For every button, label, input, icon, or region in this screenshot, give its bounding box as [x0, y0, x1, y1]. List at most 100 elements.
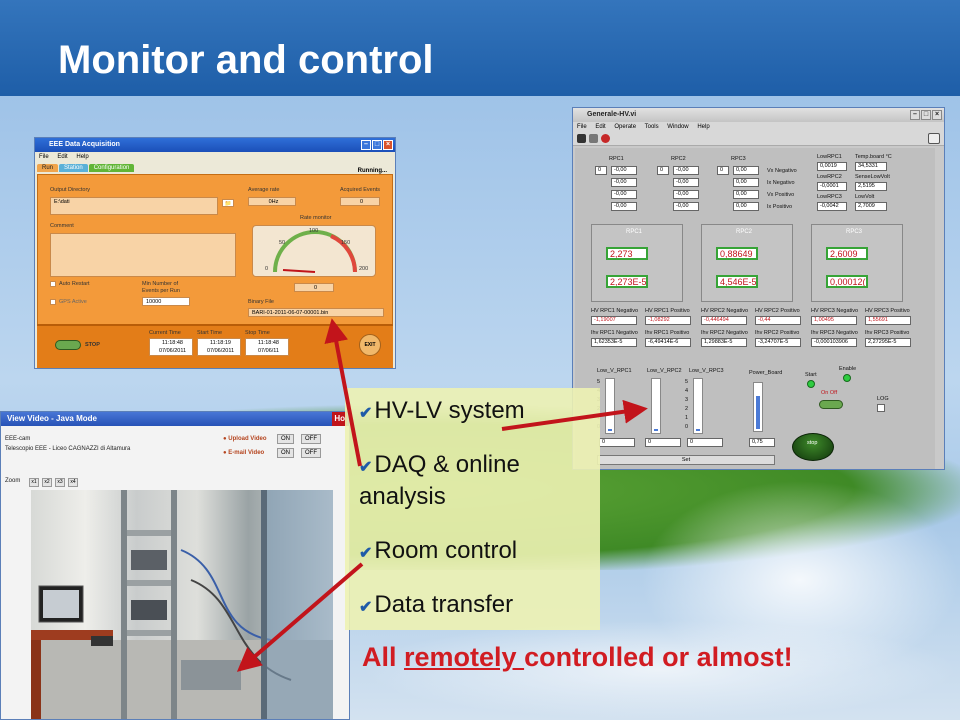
rpc3-cell: 0,00 — [733, 178, 759, 187]
upload-off-button[interactable]: OFF — [301, 434, 321, 444]
daq-window-titlebar[interactable]: EEE Data Acquisition – □ × — [35, 138, 395, 152]
zoom-x1-button[interactable]: x1 — [29, 478, 39, 487]
on-off-label: On Off — [821, 390, 838, 396]
rpc1-voltage: 2,273 — [606, 247, 648, 260]
close-icon[interactable]: × — [383, 140, 393, 150]
email-on-button[interactable]: ON — [277, 448, 294, 458]
low-v-rpc2-value[interactable]: 0 — [645, 438, 681, 447]
power-board-value[interactable]: 0,75 — [749, 438, 775, 447]
start-time-label: Start Time — [197, 330, 223, 336]
maximize-icon[interactable]: □ — [372, 140, 382, 150]
log-label: LOG — [877, 396, 889, 402]
run-continuous-icon[interactable] — [589, 134, 598, 143]
video-window[interactable]: View Video - Java Mode Ho EEE-cam Telesc… — [0, 411, 350, 720]
daq-window[interactable]: EEE Data Acquisition – □ × File Edit Hel… — [34, 137, 396, 369]
enable-label: Enable — [839, 366, 857, 372]
menu-file[interactable]: File — [577, 124, 587, 130]
menu-tools[interactable]: Tools — [644, 124, 659, 130]
email-off-button[interactable]: OFF — [301, 448, 321, 458]
background-cloud — [360, 620, 960, 720]
video-window-titlebar[interactable]: View Video - Java Mode Ho — [1, 412, 349, 426]
hv-value: -1,19007 — [591, 316, 637, 325]
close-icon[interactable]: × — [932, 110, 942, 120]
start-led — [807, 380, 815, 388]
rpc2-cell: -0,00 — [673, 202, 699, 211]
gauge-tick: 150 — [341, 240, 351, 246]
abort-icon[interactable] — [601, 134, 610, 143]
minimize-icon[interactable]: – — [361, 140, 371, 150]
rpc1-selector[interactable]: 0 — [595, 166, 607, 175]
low-v-rpc1-slider[interactable] — [605, 378, 615, 434]
rpc1-cell: -0,00 — [611, 166, 637, 175]
low-v-rpc3-value[interactable]: 0 — [687, 438, 723, 447]
check-icon: ✔ — [359, 405, 373, 422]
rpc3-header: RPC3 — [731, 156, 746, 162]
menu-edit[interactable]: Edit — [57, 154, 68, 160]
desk — [31, 630, 113, 640]
equipment — [181, 660, 241, 690]
zoom-x4-button[interactable]: x4 — [68, 478, 78, 487]
on-off-switch[interactable] — [819, 400, 843, 409]
hv-window[interactable]: Generale-HV.vi – □ × File Edit Operate T… — [572, 107, 945, 470]
low-v-rpc2-slider[interactable] — [651, 378, 661, 434]
run-arrow-icon[interactable] — [577, 134, 586, 143]
current-time-label: Current Time — [149, 330, 181, 336]
tab-station[interactable]: Station — [59, 164, 88, 172]
rate-gauge: 0 50 100 150 200 — [252, 225, 376, 277]
rack-shelf — [127, 580, 171, 586]
exit-button[interactable]: EXIT — [359, 334, 381, 356]
daq-menubar: File Edit Help — [35, 152, 395, 162]
menu-help[interactable]: Help — [76, 154, 89, 160]
hv-value: -0,44 — [755, 316, 801, 325]
gauge-tick: 100 — [309, 228, 319, 234]
stop-button[interactable]: stop — [792, 433, 834, 461]
menu-file[interactable]: File — [39, 154, 49, 160]
browse-folder-icon[interactable]: 📁 — [222, 199, 234, 207]
hv-window-titlebar[interactable]: Generale-HV.vi – □ × — [573, 108, 944, 122]
bullet-item: ✔Room control — [359, 537, 518, 564]
row-label: Vx Negativo — [767, 168, 797, 174]
low-volt-value: 2,7009 — [855, 202, 887, 211]
home-link[interactable]: Ho — [332, 412, 347, 426]
low-v-rpc3-slider[interactable] — [693, 378, 703, 434]
rpc1-cell: -0,00 — [611, 202, 637, 211]
rack-instrument — [131, 550, 167, 570]
power-board-slider[interactable] — [753, 382, 763, 432]
minimize-icon[interactable]: – — [910, 110, 920, 120]
rpc2-selector[interactable]: 0 — [657, 166, 669, 175]
zoom-x2-button[interactable]: x2 — [42, 478, 52, 487]
acquired-events-value: 0 — [340, 197, 380, 206]
min-events-input[interactable]: 10000 — [142, 297, 190, 306]
ihv-label: Ihv RPC2 Negativo — [701, 330, 748, 336]
menu-operate[interactable]: Operate — [614, 124, 637, 130]
daq-window-title: EEE Data Acquisition — [49, 141, 120, 148]
hv-label: HV RPC3 Negativo — [811, 308, 859, 314]
upload-on-button[interactable]: ON — [277, 434, 294, 444]
slider-fill — [608, 429, 612, 431]
output-directory-field[interactable]: E:\dati — [50, 197, 218, 215]
auto-restart-checkbox[interactable] — [50, 281, 56, 287]
maximize-icon[interactable]: □ — [921, 110, 931, 120]
camera-feed-scene — [31, 490, 333, 719]
zoom-x3-button[interactable]: x3 — [55, 478, 65, 487]
tab-run[interactable]: Run — [37, 164, 59, 172]
check-icon: ✔ — [359, 459, 373, 476]
ihv-label: Ihv RPC3 Positivo — [865, 330, 910, 336]
log-checkbox[interactable] — [877, 404, 885, 412]
menu-edit[interactable]: Edit — [595, 124, 606, 130]
rpc3-selector[interactable]: 0 — [717, 166, 729, 175]
gauge-arc-red — [330, 234, 357, 273]
keyboard — [91, 636, 113, 646]
upload-video-label: ● Upload Video — [223, 436, 267, 442]
output-directory-label: Output Directory — [50, 187, 91, 193]
bullet-item: ✔DAQ & online analysis — [359, 451, 520, 510]
monitor-screen — [43, 590, 79, 618]
tab-configuration[interactable]: Configuration — [88, 164, 135, 172]
menu-window[interactable]: Window — [667, 124, 689, 130]
menu-help[interactable]: Help — [697, 124, 710, 130]
title-band — [0, 0, 960, 96]
comment-field[interactable] — [50, 233, 236, 277]
stop-toggle[interactable] — [55, 340, 81, 350]
